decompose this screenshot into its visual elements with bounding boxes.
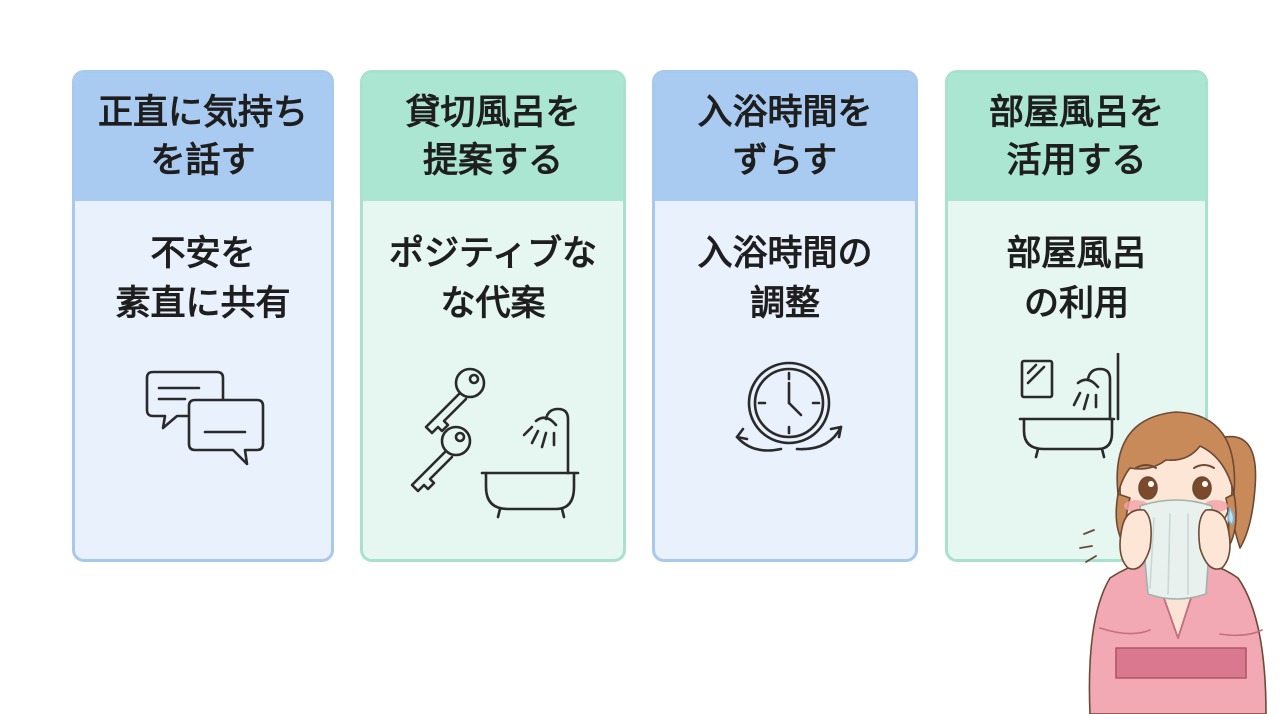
- card-subtitle-line: の利用: [1023, 284, 1129, 324]
- chat-bubbles-icon: [145, 370, 265, 466]
- card-title-line: 部屋風呂を: [988, 93, 1164, 133]
- card-header: 正直に気持ち を話す: [75, 73, 331, 201]
- card-honest-feelings: 正直に気持ち を話す 不安を 素直に共有: [72, 70, 334, 562]
- card-title-line: 正直に気持ち: [97, 93, 308, 133]
- embarrassed-woman-in-yukata-illustration: [1079, 411, 1267, 714]
- card-header: 部屋風呂を 活用する: [948, 73, 1205, 201]
- card-subtitle-line: 調整: [749, 284, 820, 324]
- card-subtitle-line: 不安を: [150, 234, 256, 274]
- card-subtitle-line: 部屋風呂: [1006, 234, 1147, 274]
- keys-and-bathtub-icon: [410, 367, 580, 519]
- clock-cycle-icon: [735, 361, 843, 452]
- card-body: 部屋風呂 の利用: [948, 201, 1205, 559]
- card-shift-bath-time: 入浴時間を ずらす 入浴時間の 調整: [652, 70, 918, 562]
- card-title-line: を話す: [150, 141, 256, 181]
- card-subtitle: 不安を 素直に共有: [75, 229, 331, 329]
- card-subtitle-line: 素直に共有: [115, 284, 291, 324]
- card-subtitle: 入浴時間の 調整: [655, 229, 915, 329]
- card-subtitle-line: 入浴時間の: [697, 234, 873, 274]
- card-title-line: 活用する: [1006, 141, 1147, 181]
- card-title-line: 提案する: [422, 141, 563, 181]
- card-title-line: 入浴時間を: [697, 93, 873, 133]
- card-body: 不安を 素直に共有: [75, 201, 331, 559]
- card-subtitle: 部屋風呂 の利用: [948, 229, 1205, 329]
- card-body: 入浴時間の 調整: [655, 201, 915, 559]
- card-title-line: ずらす: [732, 141, 838, 181]
- card-private-bath: 貸切風呂を 提案する ポジティブな な代案: [360, 70, 626, 562]
- room-bath-icon: [1018, 353, 1120, 459]
- card-subtitle: ポジティブな な代案: [363, 229, 623, 329]
- card-header: 貸切風呂を 提案する: [363, 73, 623, 201]
- card-title-line: 貸切風呂を: [405, 93, 581, 133]
- card-subtitle-line: な代案: [440, 284, 546, 324]
- card-subtitle-line: ポジティブな: [389, 234, 597, 274]
- card-header: 入浴時間を ずらす: [655, 73, 915, 201]
- card-body: ポジティブな な代案: [363, 201, 623, 559]
